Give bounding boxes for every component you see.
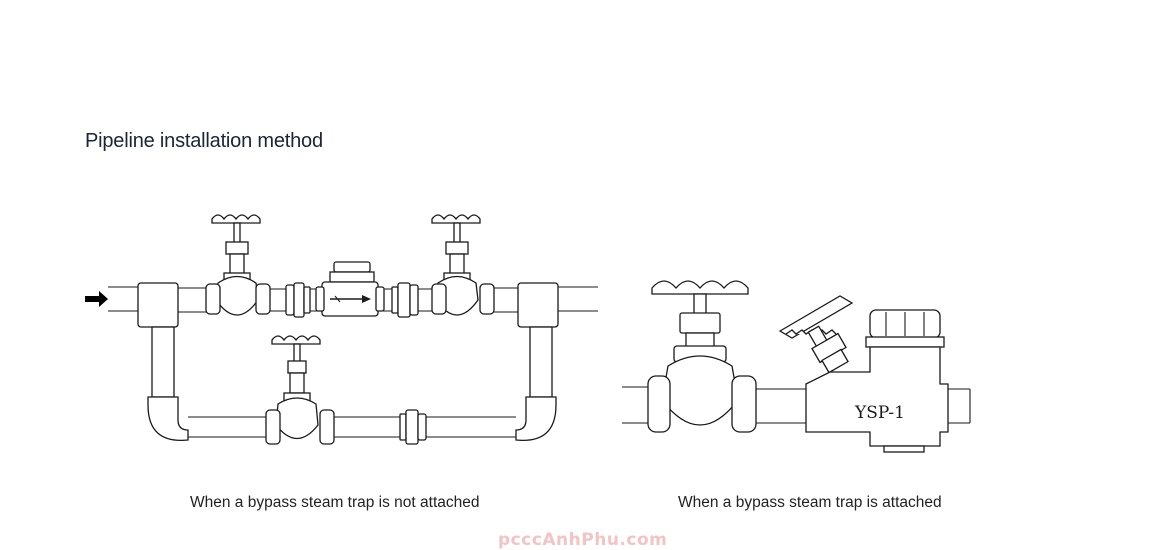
trap-model-label: YSP-1 <box>854 403 905 423</box>
pipe-union <box>285 282 311 318</box>
page-title: Pipeline installation method <box>85 130 323 152</box>
watermark: pcccAnhPhu.com <box>498 530 668 550</box>
diagram-with-bypass: YSP-1 <box>622 280 971 453</box>
globe-valve-icon <box>431 214 495 316</box>
right-elbow <box>515 396 557 442</box>
pipe-union <box>399 409 427 445</box>
caption-without-bypass: When a bypass steam trap is not attached <box>190 494 480 511</box>
inlet-pipe <box>108 286 138 312</box>
pipe-union <box>391 282 419 318</box>
left-elbow <box>147 396 189 442</box>
outlet-pipe <box>558 286 598 312</box>
steam-trap-icon: YSP-1 <box>778 295 949 453</box>
globe-valve-icon <box>265 335 335 445</box>
globe-valve-icon <box>205 214 271 316</box>
left-tee-fitting <box>137 282 179 398</box>
right-tee-fitting <box>517 282 559 398</box>
diagram-without-bypass <box>85 214 598 445</box>
arrow-right-icon <box>85 291 108 307</box>
steam-trap-icon <box>315 261 385 317</box>
caption-with-bypass: When a bypass steam trap is attached <box>678 494 942 511</box>
globe-valve-icon <box>647 280 757 433</box>
